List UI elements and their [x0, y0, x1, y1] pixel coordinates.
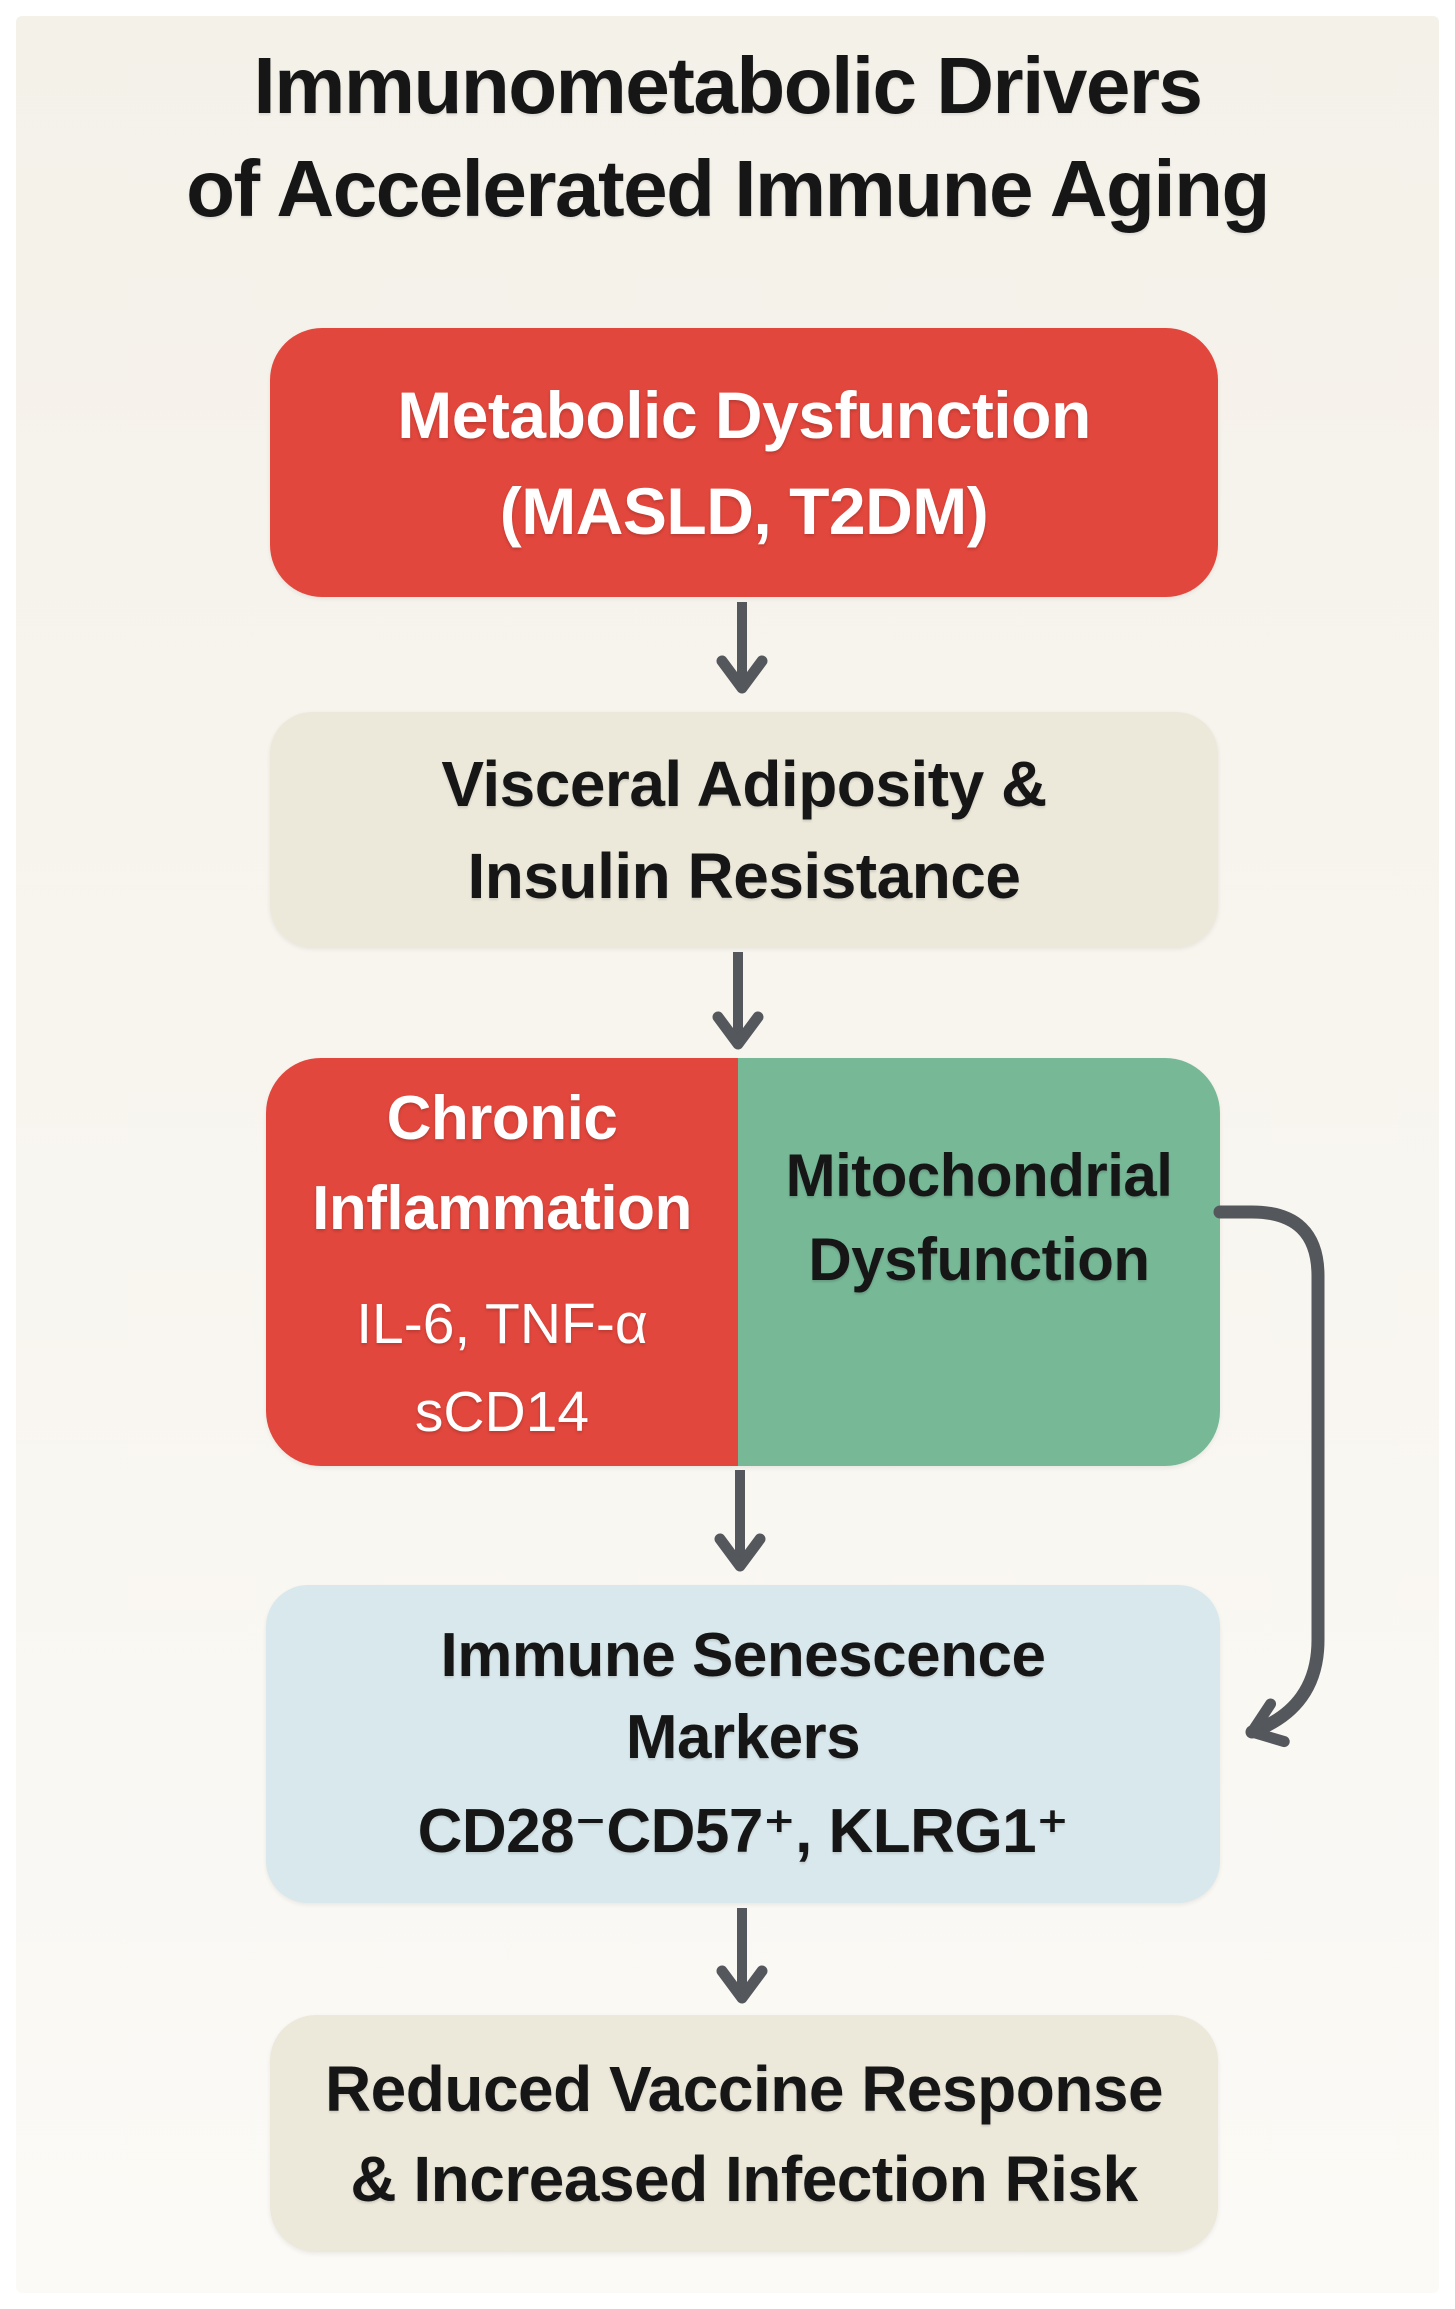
inflammation-marker-1: IL-6, TNF-α [356, 1292, 648, 1356]
box-reduced-vaccine-response: Reduced Vaccine Response & Increased Inf… [270, 2015, 1218, 2252]
box-immune-senescence: Immune Senescence Markers CD28⁻CD57⁺, KL… [266, 1585, 1220, 1903]
inflammation-line-1: Chronic [386, 1084, 618, 1153]
split-box-inflammation-mitochondrial: Chronic Inflammation IL-6, TNF-α sCD14 M… [266, 1058, 1220, 1466]
diagram-title: Immunometabolic Drivers of Accelerated I… [0, 34, 1455, 240]
box-visceral-adiposity: Visceral Adiposity & Insulin Resistance [270, 712, 1218, 947]
box-chronic-inflammation: Chronic Inflammation IL-6, TNF-α sCD14 [266, 1058, 738, 1466]
inflammation-marker-2: sCD14 [414, 1380, 590, 1444]
visceral-line-1: Visceral Adiposity & [441, 747, 1047, 820]
metabolic-line-2: (MASLD, T2DM) [499, 473, 989, 548]
title-line-1: Immunometabolic Drivers [253, 41, 1204, 130]
senescence-line-1: Immune Senescence [440, 1621, 1046, 1690]
metabolic-line-1: Metabolic Dysfunction [397, 377, 1091, 452]
outcome-line-1: Reduced Vaccine Response [324, 2052, 1164, 2125]
title-line-2: of Accelerated Immune Aging [186, 144, 1270, 233]
outcome-line-2: & Increased Infection Risk [350, 2142, 1138, 2215]
mitochondrial-line-2: Dysfunction [808, 1226, 1150, 1293]
box-mitochondrial-dysfunction: Mitochondrial Dysfunction [738, 1058, 1220, 1466]
senescence-markers: CD28⁻CD57⁺, KLRG1⁺ [417, 1797, 1069, 1866]
senescence-line-2: Markers [625, 1703, 861, 1772]
inflammation-line-2: Inflammation [312, 1174, 692, 1243]
mitochondrial-line-1: Mitochondrial [785, 1142, 1173, 1209]
box-metabolic-dysfunction: Metabolic Dysfunction (MASLD, T2DM) [270, 328, 1218, 597]
visceral-line-2: Insulin Resistance [467, 839, 1021, 912]
